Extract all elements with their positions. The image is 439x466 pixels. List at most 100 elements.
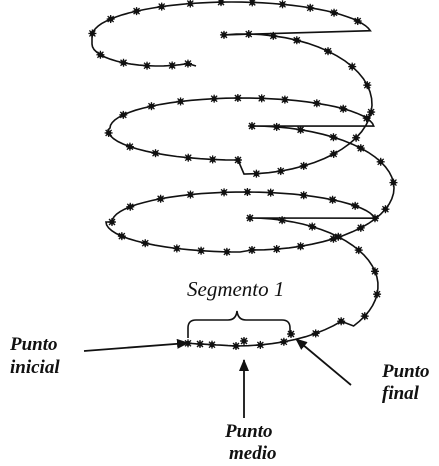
sample-point [329,133,338,142]
sample-point [329,234,338,243]
sample-point [296,242,305,251]
sample-point [88,29,97,38]
sample-point [183,59,192,68]
sample-point [257,94,266,103]
mid-point-label-line1: Punto [224,421,273,442]
sample-point [330,8,339,17]
sample-point [389,178,398,187]
sample-point [381,205,390,214]
segment-brace [187,310,291,338]
sample-point [287,330,295,338]
sample-point [117,232,126,241]
sample-point [306,3,315,12]
sample-point [208,155,217,164]
segment-label: Segmento 1 [187,277,284,301]
sample-point [220,188,229,197]
sample-point [119,110,128,119]
sample-point [351,201,360,210]
sample-point [186,190,195,199]
sample-point [356,144,365,153]
sample-point [296,125,305,134]
sample-point [339,104,348,113]
sample-point [272,122,281,131]
sample-point [143,61,152,70]
sample-point [299,161,308,170]
sample-point [363,81,372,90]
sample-point [266,188,275,197]
sample-point [126,202,135,211]
sample-point [197,246,206,255]
sample-point [370,214,379,223]
sample-point [279,337,288,346]
sample-point [278,0,287,9]
end-point-arrow [295,338,352,386]
sample-point [232,342,240,350]
sample-point [186,0,195,8]
sample-point [233,94,242,103]
sample-point [248,0,257,7]
sample-point [246,214,254,222]
sample-point [353,17,362,26]
sample-point [352,133,361,142]
start-point-arrow [83,338,189,352]
sample-point [208,340,216,349]
sample-point [168,61,177,70]
end-point-label-line1: Punto [381,361,430,382]
mid-point-label-line2: medio [229,443,277,464]
sample-point [348,62,357,71]
sample-point [328,195,337,204]
sample-point [132,7,141,16]
sample-point [234,156,242,164]
sample-point [104,128,113,137]
sample-point [329,149,338,158]
helix-sample-points [88,0,398,350]
sample-point [248,246,256,254]
sample-point [217,0,226,7]
sample-point [299,191,308,200]
sample-point [354,246,363,255]
sample-point [240,337,248,345]
sample-point [157,2,166,11]
sample-point [292,36,301,45]
sample-point [147,102,156,111]
sample-point [243,188,252,197]
sample-point [172,244,181,253]
sample-point [252,169,261,178]
sample-point [210,94,219,103]
sample-point [272,245,281,254]
sample-point [256,340,265,349]
start-point-label-line2: inicial [10,357,60,378]
sample-point [176,97,185,106]
sample-point [280,95,289,104]
sample-point [276,167,285,176]
sample-point [141,239,150,248]
sample-point [334,232,343,241]
sample-point [373,290,382,299]
sample-point [308,222,317,231]
sample-point [248,122,256,130]
sample-point [156,194,165,203]
sample-point [360,312,369,321]
sample-point [196,340,204,348]
sample-point [108,218,116,226]
sample-point [370,267,379,276]
sample-point [96,50,105,59]
sample-point [312,99,321,108]
sample-point [219,30,228,39]
sample-point [376,157,385,166]
sample-point [222,247,231,256]
sample-point [311,329,320,338]
sample-point [106,15,115,24]
sample-point [278,216,287,225]
sample-point [324,47,333,56]
end-point-label-line2: final [382,383,420,404]
sample-point [184,153,193,162]
sample-point [362,114,371,123]
sample-point [125,142,134,151]
start-point-label-line1: Punto [9,334,58,355]
sample-point [151,149,160,158]
sample-point [244,30,253,39]
sample-point [356,223,365,232]
sample-point [119,58,128,67]
